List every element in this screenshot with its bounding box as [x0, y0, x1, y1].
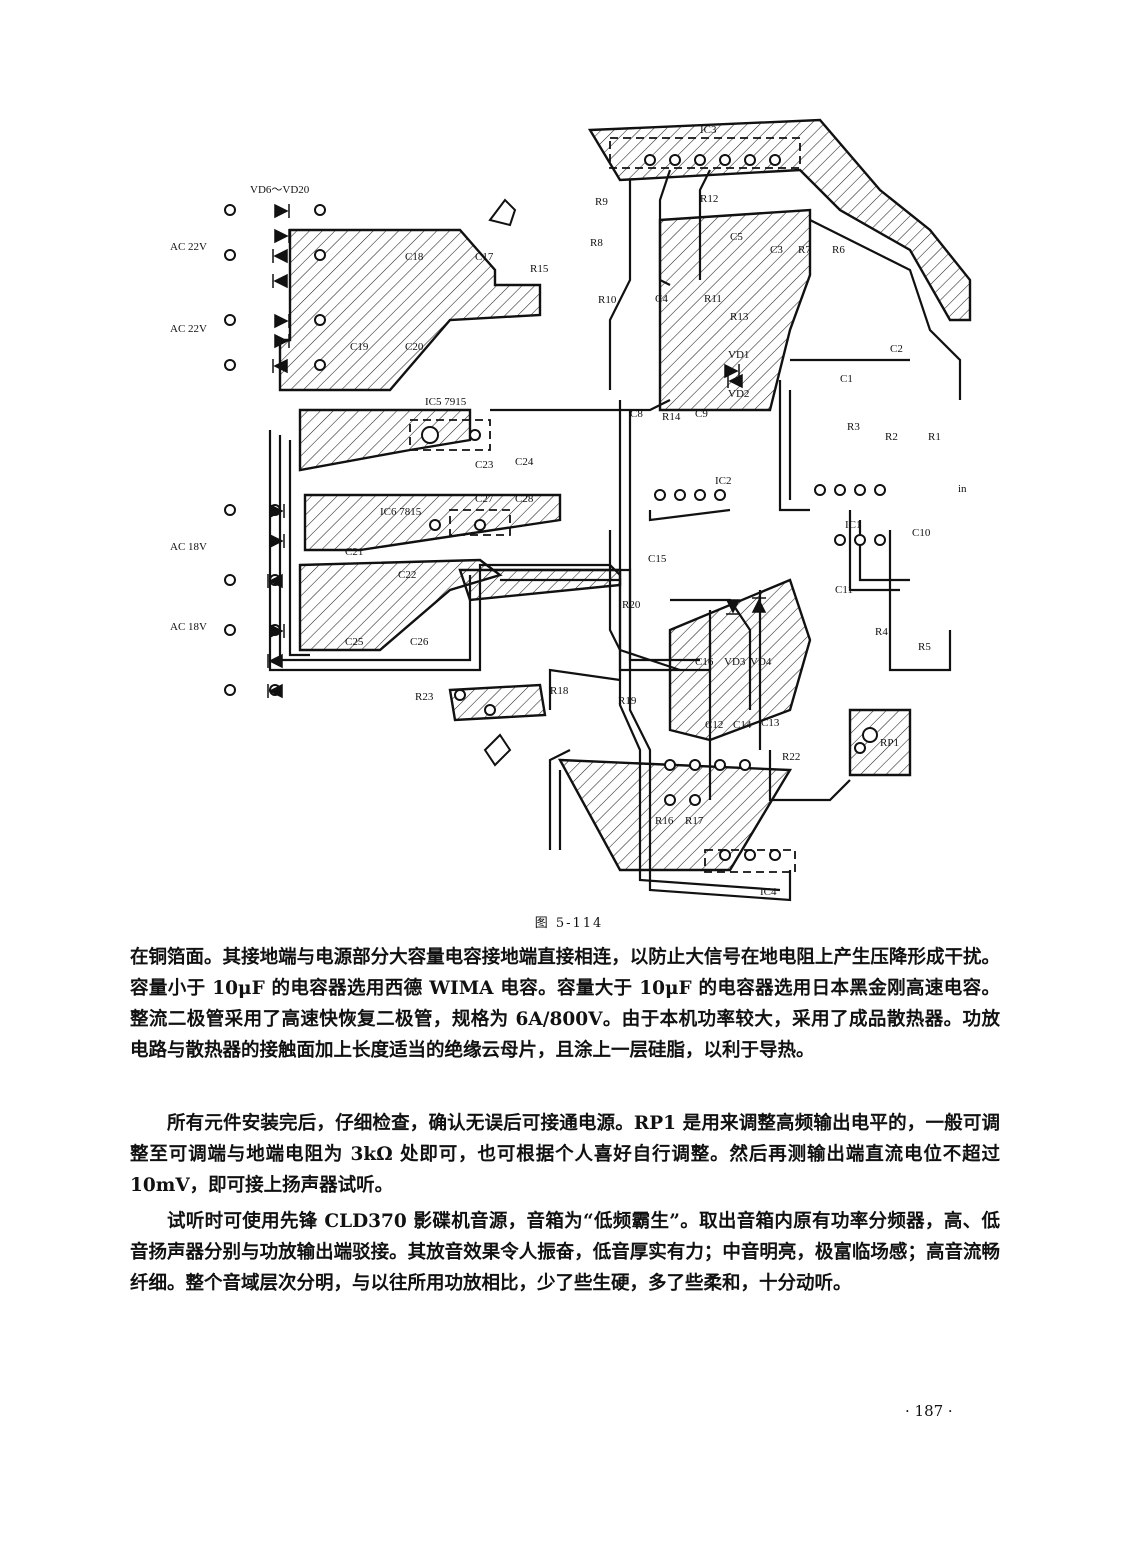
- label-c15: C15: [648, 553, 667, 565]
- label-ac-18v-2: AC 18V: [170, 621, 207, 633]
- component-labels: IC3 VD6～VD20 AC 22V AC 22V AC 18V AC 18V…: [170, 124, 967, 898]
- label-c23: C23: [475, 459, 494, 471]
- label-c14: C14: [733, 719, 752, 731]
- label-ic5: IC5 7915: [425, 396, 467, 408]
- pcb-pads: [224, 154, 886, 861]
- label-c17: C17: [475, 251, 494, 263]
- pcb-traces: [268, 169, 962, 902]
- label-ic3: IC3: [700, 124, 717, 136]
- label-r1: R1: [928, 431, 941, 443]
- label-ic4: IC4: [760, 886, 777, 898]
- label-r23: R23: [415, 691, 434, 703]
- label-vd-range: VD6～VD20: [250, 184, 310, 196]
- paragraph-2: 所有元件安装完后，仔细检查，确认无误后可接通电源。RP1 是用来调整高频输出电平…: [130, 1113, 1000, 1196]
- label-r5: R5: [918, 641, 931, 653]
- label-c19: C19: [350, 341, 369, 353]
- label-vd2: VD2: [728, 388, 749, 400]
- label-r7: R7: [798, 244, 811, 256]
- label-c12: C12: [705, 719, 723, 731]
- label-c8: C8: [630, 408, 643, 420]
- rectifier-diodes: [267, 203, 767, 699]
- label-r3: R3: [847, 421, 860, 433]
- label-r18: R18: [550, 685, 569, 697]
- ground-symbols: [483, 198, 517, 767]
- label-vd3: VD3: [724, 656, 746, 668]
- label-c26: C26: [410, 636, 429, 648]
- label-ac-22v-1: AC 22V: [170, 241, 207, 253]
- paragraph-3: 试听时可使用先锋 CLD370 影碟机音源，音箱为“低频霸生”。取出音箱内原有功…: [130, 1211, 1000, 1294]
- label-c21: C21: [345, 546, 363, 558]
- label-r4: R4: [875, 626, 888, 638]
- label-ic1: IC1: [845, 519, 862, 531]
- label-c13: C13: [761, 717, 780, 729]
- ic-outlines: [409, 137, 801, 873]
- label-r13: R13: [730, 311, 749, 323]
- label-r8: R8: [590, 237, 603, 249]
- label-vd4: VD4: [750, 656, 772, 668]
- label-r19: R19: [618, 695, 637, 707]
- label-in: in: [958, 483, 967, 495]
- label-c18: C18: [405, 251, 424, 263]
- label-r17: R17: [685, 815, 704, 827]
- label-vd1: VD1: [728, 349, 749, 361]
- label-c24: C24: [515, 456, 534, 468]
- label-r15: R15: [530, 263, 549, 275]
- label-ac-18v-1: AC 18V: [170, 541, 207, 553]
- copper-areas: [278, 118, 972, 872]
- label-c2: C2: [890, 343, 903, 355]
- label-ic6: IC6 7815: [380, 506, 422, 518]
- label-c25: C25: [345, 636, 364, 648]
- label-r2: R2: [885, 431, 898, 443]
- label-c4: C4: [655, 293, 668, 305]
- label-rp1: RP1: [880, 737, 899, 749]
- label-r10: R10: [598, 294, 617, 306]
- label-r16: R16: [655, 815, 674, 827]
- label-c1: C1: [840, 373, 853, 385]
- label-c20: C20: [405, 341, 424, 353]
- label-r20: R20: [622, 599, 641, 611]
- label-c22: C22: [398, 569, 416, 581]
- label-r11: R11: [704, 293, 722, 305]
- label-c28: C28: [515, 493, 534, 505]
- label-c5: C5: [730, 231, 743, 243]
- label-c16: C16: [695, 656, 714, 668]
- figure-caption: 图 5-114: [534, 916, 604, 931]
- label-c27: C27: [475, 493, 494, 505]
- label-c10: C10: [912, 527, 931, 539]
- paragraph-1: 在铜箔面。其接地端与电源部分大容量电容接地端直接相连，以防止大信号在地电阻上产生…: [130, 947, 1000, 1061]
- label-c11: C11: [835, 584, 853, 596]
- label-c9: C9: [695, 408, 708, 420]
- label-ic2: IC2: [715, 475, 732, 487]
- label-c3: C3: [770, 244, 783, 256]
- label-r9: R9: [595, 196, 608, 208]
- label-r22: R22: [782, 751, 800, 763]
- page-number: · 187 ·: [905, 1402, 953, 1420]
- label-ac-22v-2: AC 22V: [170, 323, 207, 335]
- label-r12: R12: [700, 193, 718, 205]
- label-r14: R14: [662, 411, 681, 423]
- pcb-layout-figure: IC3 VD6～VD20 AC 22V AC 22V AC 18V AC 18V…: [150, 110, 1000, 910]
- label-r6: R6: [832, 244, 845, 256]
